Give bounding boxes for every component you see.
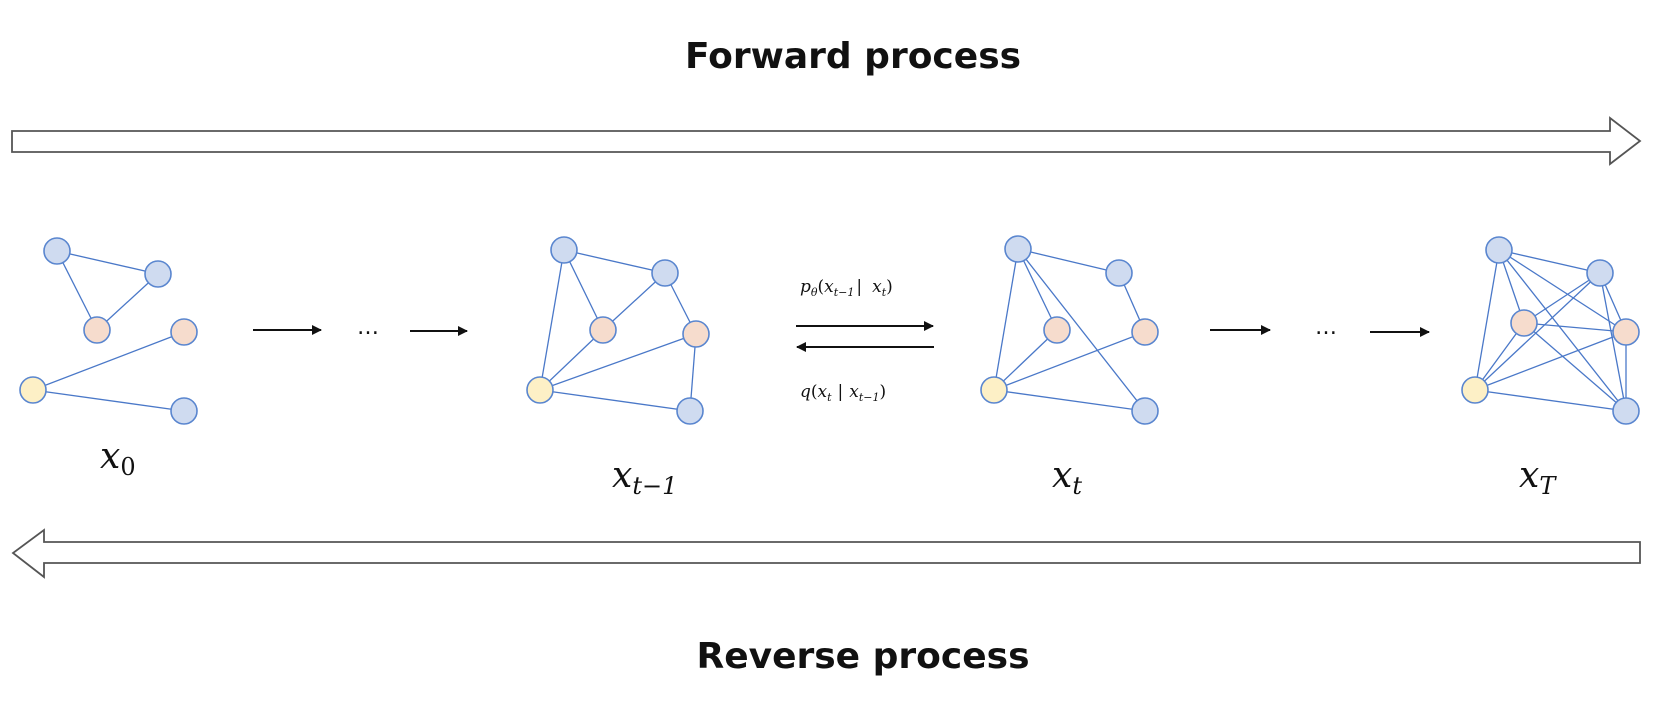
forward-process-arrow (11, 116, 1642, 166)
graph-edge (1498, 249, 1627, 412)
ellipsis: … (1315, 315, 1337, 340)
graph-edge (993, 329, 1058, 391)
graph-edge (1474, 331, 1627, 391)
graph-edge (993, 248, 1019, 391)
graph-node (589, 316, 617, 344)
graph-node (43, 237, 71, 265)
graph-node (1485, 236, 1513, 264)
graph-node (1612, 397, 1640, 425)
label-xt-minus-1: xt−1 (612, 455, 677, 500)
graph-edge (1523, 272, 1601, 324)
graph-edge (96, 273, 159, 331)
graph-node (1043, 316, 1071, 344)
graph-edge (1523, 322, 1627, 412)
graph-edge (1017, 248, 1146, 412)
graph-node (980, 376, 1008, 404)
graph-edge (993, 331, 1146, 391)
graph-node (526, 376, 554, 404)
graph-node (1612, 318, 1640, 346)
graph-edge (1498, 249, 1601, 274)
graph-edge (1498, 249, 1627, 333)
graph-node (676, 397, 704, 425)
graph-edge (602, 272, 666, 331)
graph-edge (539, 389, 691, 412)
ellipsis: … (357, 315, 379, 340)
graph-edge (56, 250, 159, 275)
graph-node (19, 376, 47, 404)
graph-edge (32, 331, 185, 391)
p-theta-label: pθ(xt−1|xt) (800, 277, 893, 299)
graph-edge (1017, 248, 1058, 331)
graph-node (144, 260, 172, 288)
reverse-process-title: Reverse process (696, 636, 1029, 677)
graph-node (682, 320, 710, 348)
graph-edge (539, 329, 604, 391)
graph-node (170, 397, 198, 425)
graph-edge (1523, 322, 1627, 333)
forward-process-title: Forward process (685, 36, 1021, 77)
graph-edge (539, 333, 697, 391)
graph-edge (563, 249, 604, 331)
graph-edge (1474, 272, 1601, 391)
graph-node (1004, 235, 1032, 263)
graph-edge (1599, 272, 1627, 412)
graph-edge (1474, 322, 1525, 391)
graph-node (651, 259, 679, 287)
graph-edge (1474, 389, 1627, 412)
graph-node (550, 236, 578, 264)
graph-xt-minus-1 (526, 236, 710, 425)
graph-xT (1461, 236, 1640, 425)
q-label: q(xt|xt−1) (800, 382, 886, 404)
label-xt: xt (1052, 455, 1082, 500)
graph-node (83, 316, 111, 344)
reverse-process-arrow (11, 528, 1641, 579)
graph-node (1510, 309, 1538, 337)
graph-edge (563, 249, 666, 274)
label-xT: xT (1519, 455, 1557, 500)
graph-edge (1474, 249, 1500, 391)
graph-edge (56, 250, 98, 331)
graph-xt (980, 235, 1159, 425)
graph-edge (1017, 248, 1120, 274)
graph-node (1586, 259, 1614, 287)
label-x0: x0 (100, 436, 136, 481)
graph-node (1105, 259, 1133, 287)
graph-edge (32, 389, 185, 412)
graph-node (170, 318, 198, 346)
graph-node (1131, 318, 1159, 346)
graph-edge (539, 249, 565, 391)
graph-node (1131, 397, 1159, 425)
graph-edge (993, 389, 1146, 412)
graph-node (1461, 376, 1489, 404)
graph-x0 (19, 237, 198, 425)
